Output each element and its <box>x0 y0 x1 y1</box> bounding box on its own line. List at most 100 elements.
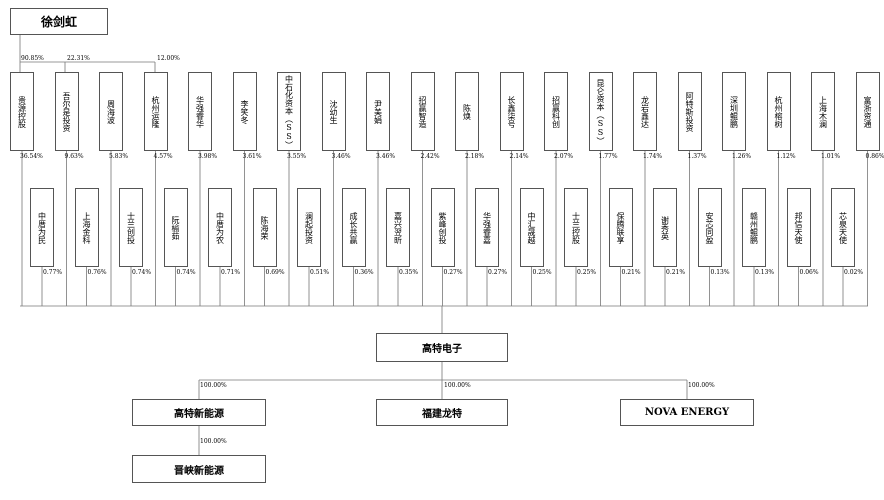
shareholder-name: 沈幼生 <box>329 99 338 124</box>
shareholder-box: 上海木澜 <box>811 72 835 151</box>
shareholder-box: 紫峰创投 <box>430 188 455 267</box>
grandchild-pct: 100.00% <box>200 438 227 445</box>
shareholder-box: 陈海荣 <box>252 188 277 267</box>
shareholder-box: 周海波 <box>99 72 123 151</box>
shareholder-pct: 0.06% <box>799 269 819 276</box>
shareholder-name: 昆仑资本（SS） <box>596 78 605 145</box>
shareholder-pct: 0.27% <box>488 269 508 276</box>
shareholder-box: 李笑冬 <box>232 72 257 151</box>
shareholder-pct: 0.77% <box>43 269 63 276</box>
grandchild-name: 晋峡新能源 <box>174 465 224 477</box>
shareholder-pct: 0.13% <box>755 269 775 276</box>
shareholder-box: 杭州运隆 <box>143 72 168 151</box>
shareholder-pct: 1.12% <box>776 153 796 160</box>
subsidiary-pct-gaote-new-energy: 100.00% <box>200 382 227 389</box>
shareholder-box: 阿特斯投资 <box>677 72 702 151</box>
shareholder-box: 澜起投资 <box>297 188 321 267</box>
shareholder-name: 陈海荣 <box>260 215 269 240</box>
shareholder-name: 嘉兴翌昕 <box>393 211 403 244</box>
subsidiary-name: 高特新能源 <box>174 409 224 420</box>
shareholder-box: 中汇晟越 <box>519 188 544 267</box>
shareholder-box: 嘉兴翌昕 <box>386 188 410 267</box>
shareholder-box: 长鑫柒号 <box>499 72 524 151</box>
shareholder-name: 安芯同盈 <box>705 211 714 244</box>
shareholder-pct: 0.25% <box>577 269 597 276</box>
founder-pct-wuershi: 22.31% <box>67 55 90 62</box>
shareholder-box: 招赢智造 <box>410 72 435 151</box>
shareholder-pct: 3.61% <box>242 153 262 160</box>
shareholder-name: 保腾联享 <box>616 211 625 244</box>
shareholder-name: 杭州榕树 <box>774 95 783 128</box>
shareholder-name: 成长共赢 <box>349 211 358 244</box>
shareholder-box: 士兰控股 <box>564 188 588 267</box>
shareholder-name: 中厝为民 <box>37 211 47 244</box>
shareholder-box: 士兰创投 <box>119 188 143 267</box>
shareholder-name: 华强睿华 <box>195 95 205 128</box>
shareholder-name: 招赢科创 <box>551 95 561 128</box>
shareholder-pct: 3.55% <box>287 153 307 160</box>
shareholder-name: 深圳鲲鹏 <box>729 95 739 128</box>
shareholder-box: 陈焕 <box>455 72 479 151</box>
shareholder-name: 杭州运隆 <box>151 95 160 128</box>
shareholder-name: 长鑫柒号 <box>507 95 516 128</box>
shareholder-pct: 0.74% <box>176 269 196 276</box>
shareholder-box: 贵源控股 <box>10 72 34 151</box>
company-name: 高特电子 <box>422 344 462 355</box>
shareholder-pct: 1.74% <box>643 153 663 160</box>
shareholder-pct: 2.18% <box>465 153 485 160</box>
subsidiary-box-gaote-new-energy: 高特新能源 <box>132 399 266 426</box>
shareholder-pct: 2.07% <box>554 153 574 160</box>
shareholder-name: 中汇晟越 <box>527 211 536 244</box>
shareholder-pct: 2.42% <box>420 153 440 160</box>
shareholder-name: 吾尔是投资 <box>62 91 71 132</box>
shareholder-box: 邦信天使 <box>786 188 811 267</box>
shareholder-pct: 0.36% <box>354 269 374 276</box>
shareholder-name: 上海金科 <box>82 211 91 244</box>
shareholder-box: 阮榆茹 <box>163 188 188 267</box>
shareholder-pct: 0.86% <box>865 153 884 160</box>
shareholder-name: 中厝为农 <box>215 211 225 244</box>
shareholder-name: 芯泉天使 <box>838 211 848 244</box>
shareholder-name: 上海木澜 <box>818 95 828 128</box>
shareholder-name: 阿特斯投资 <box>685 91 694 132</box>
shareholder-name: 士兰创投 <box>126 211 136 244</box>
shareholder-pct: 0.76% <box>87 269 107 276</box>
shareholder-pct: 9.63% <box>64 153 84 160</box>
shareholder-name: 华强睿嘉 <box>482 211 492 244</box>
shareholder-pct: 1.26% <box>732 153 752 160</box>
grandchild-box-jinxia-new-energy: 晋峡新能源 <box>132 455 266 483</box>
shareholder-pct: 0.51% <box>310 269 330 276</box>
shareholder-box: 深圳鲲鹏 <box>722 72 746 151</box>
shareholder-pct: 0.13% <box>710 269 730 276</box>
shareholder-pct: 1.37% <box>687 153 707 160</box>
shareholder-pct: 2.14% <box>509 153 529 160</box>
shareholder-name: 贵源控股 <box>17 95 27 128</box>
shareholder-pct: 1.77% <box>598 153 618 160</box>
shareholder-box: 昆仑资本（SS） <box>588 72 613 151</box>
shareholder-name: 赣州鲲鹏 <box>749 211 759 244</box>
shareholder-pct: 4.57% <box>153 153 173 160</box>
shareholder-pct: 0.71% <box>221 269 241 276</box>
shareholder-box: 华强睿华 <box>188 72 212 151</box>
shareholder-box: 成长共赢 <box>341 188 366 267</box>
shareholder-pct: 0.27% <box>443 269 463 276</box>
shareholder-box: 富浙资通 <box>855 72 880 151</box>
founder-pct-hangzhou-yunlong: 12.00% <box>157 55 180 62</box>
shareholder-pct: 1.01% <box>821 153 841 160</box>
shareholder-box: 保腾联享 <box>608 188 633 267</box>
shareholder-name: 陈焕 <box>462 103 472 120</box>
shareholder-box: 招赢科创 <box>544 72 568 151</box>
shareholder-name: 紫峰创投 <box>438 211 447 244</box>
shareholder-pct: 0.35% <box>399 269 419 276</box>
shareholder-box: 沈幼生 <box>321 72 346 151</box>
subsidiary-name: 福建龙特 <box>422 409 462 420</box>
subsidiary-pct-nova-energy: 100.00% <box>688 382 715 389</box>
shareholder-name: 周海波 <box>106 99 116 124</box>
shareholder-pct: 5.83% <box>109 153 129 160</box>
shareholder-pct: 0.25% <box>532 269 552 276</box>
founder-name: 徐剑虹 <box>40 15 77 29</box>
shareholder-name: 龙岩鑫达 <box>640 95 650 128</box>
shareholder-name: 谢秀英 <box>660 215 670 240</box>
